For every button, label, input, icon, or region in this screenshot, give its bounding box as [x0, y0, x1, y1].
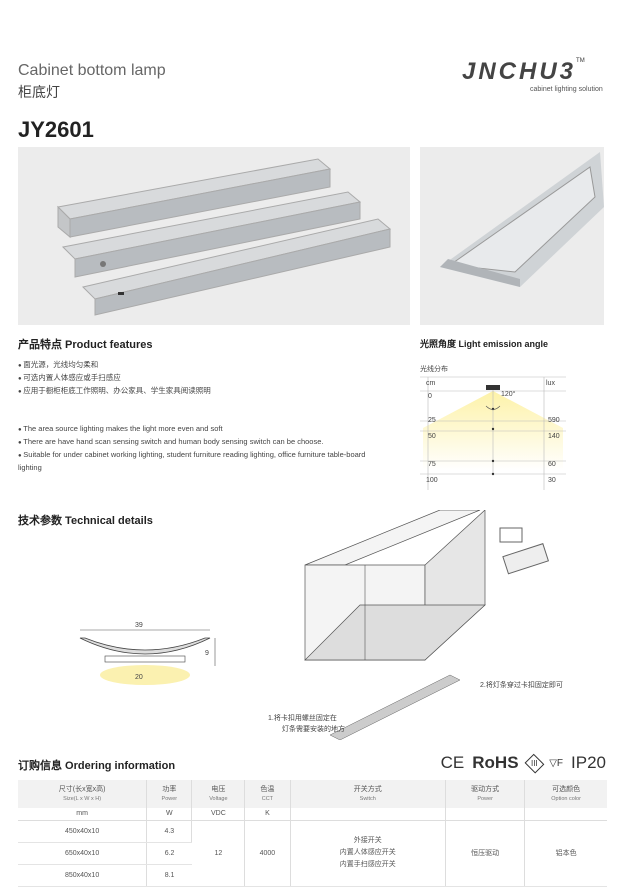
features-heading: 产品特点 Product features — [18, 339, 153, 351]
logo-text: JNCHU3 — [462, 58, 577, 85]
dim-width: 39 — [135, 622, 143, 629]
profile-drawing: 39 9 20 — [75, 620, 225, 690]
unit-cell: mm — [18, 808, 148, 821]
profile-image — [420, 147, 604, 325]
lux-25: 590 — [548, 417, 560, 424]
voltage-cell: 12 — [191, 820, 246, 887]
title-cn: 柜底灯 — [18, 84, 60, 100]
unit-cell — [290, 808, 447, 821]
lux-50: 140 — [548, 433, 560, 440]
class-iii-icon: III — [524, 753, 544, 773]
power-cell: 4.3 — [146, 820, 193, 843]
switch-cell: 外接开关内置人体感应开关内置手扫感应开关 — [290, 820, 447, 887]
f-mark-icon: ▽F — [549, 757, 564, 769]
cm-50: 50 — [428, 433, 436, 440]
header-size: 尺寸(长x宽x高)Size(L x W x H) — [18, 780, 148, 808]
color-cell: 铝本色 — [524, 820, 607, 887]
install-note-1b: 灯条需要安装的地方 — [282, 726, 345, 733]
power-cell: 8.1 — [146, 864, 192, 887]
feature-cn: 应用于橱柜柜底工作照明、办公家具、学生家具阅读照明 — [18, 385, 211, 398]
unit-cell: VDC — [191, 808, 246, 821]
cm-25: 25 — [428, 417, 436, 424]
feature-en: There are have hand scan sensing switch … — [18, 436, 388, 449]
title-en: Cabinet bottom lamp — [18, 62, 166, 79]
unit-left: cm — [426, 380, 436, 387]
dim-inner: 20 — [135, 674, 143, 681]
ordering-heading: 订购信息 Ordering information — [18, 760, 176, 772]
cm-75: 75 — [428, 461, 436, 468]
product-image — [18, 147, 410, 325]
cct-cell: 4000 — [244, 820, 291, 887]
unit-cell — [524, 808, 607, 821]
f-mark-label: F — [556, 757, 564, 769]
feature-cn: 面光源，光线均匀柔和 — [18, 359, 211, 372]
ce-mark-icon: CE — [440, 753, 465, 772]
size-cell: 850x40x10 — [18, 864, 148, 887]
unit-cell — [445, 808, 526, 821]
install-note-2: 2.将灯条穿过卡扣固定即可 — [480, 682, 563, 689]
unit-cell: K — [244, 808, 291, 821]
features-en-list: The area source lighting makes the light… — [18, 423, 388, 473]
light-distribution-chart: cm lux 120° 0 25 590 50 140 75 60 100 30 — [420, 375, 566, 490]
model-number: JY2601 — [18, 117, 94, 142]
dim-height: 9 — [205, 650, 209, 657]
light-chart-title: 光线分布 — [420, 366, 448, 373]
logo-tm: TM — [576, 58, 585, 64]
cm-100: 100 — [426, 477, 438, 484]
feature-cn: 可选内置人体感应或手扫感应 — [18, 372, 211, 385]
lux-75: 60 — [548, 461, 556, 468]
logo-subtitle: cabinet lighting solution — [530, 86, 603, 93]
unit-right: lux — [546, 380, 555, 387]
feature-en: Suitable for under cabinet working light… — [18, 449, 388, 473]
unit-cell: W — [146, 808, 193, 821]
light-heading: 光照角度 Light emission angle — [420, 339, 549, 349]
class-iii-label: III — [530, 758, 538, 768]
installation-diagram: 2.将灯条穿过卡扣固定即可 1.将卡扣用螺丝固定在 灯条需要安装的地方 — [268, 510, 610, 740]
size-cell: 450x40x10 — [18, 820, 148, 843]
rohs-mark-icon: RoHS — [472, 753, 519, 772]
brand-logo: JNCHU3TM cabinet lighting solution — [462, 58, 612, 93]
tech-heading: 技术参数 Technical details — [18, 515, 153, 527]
feature-en: The area source lighting makes the light… — [18, 423, 388, 436]
features-cn-list: 面光源，光线均匀柔和 可选内置人体感应或手扫感应 应用于橱柜柜底工作照明、办公家… — [18, 359, 211, 398]
certifications: CE RoHS III ▽F IP20 — [441, 753, 606, 773]
size-cell: 650x40x10 — [18, 842, 148, 865]
driver-cell: 恒压驱动 — [445, 820, 526, 887]
power-cell: 6.2 — [146, 842, 192, 865]
cm-0: 0 — [428, 393, 432, 400]
ip20-label: IP20 — [571, 753, 606, 772]
lux-100: 30 — [548, 477, 556, 484]
install-note-1a: 1.将卡扣用螺丝固定在 — [268, 715, 337, 722]
angle-label: 120° — [501, 391, 516, 398]
